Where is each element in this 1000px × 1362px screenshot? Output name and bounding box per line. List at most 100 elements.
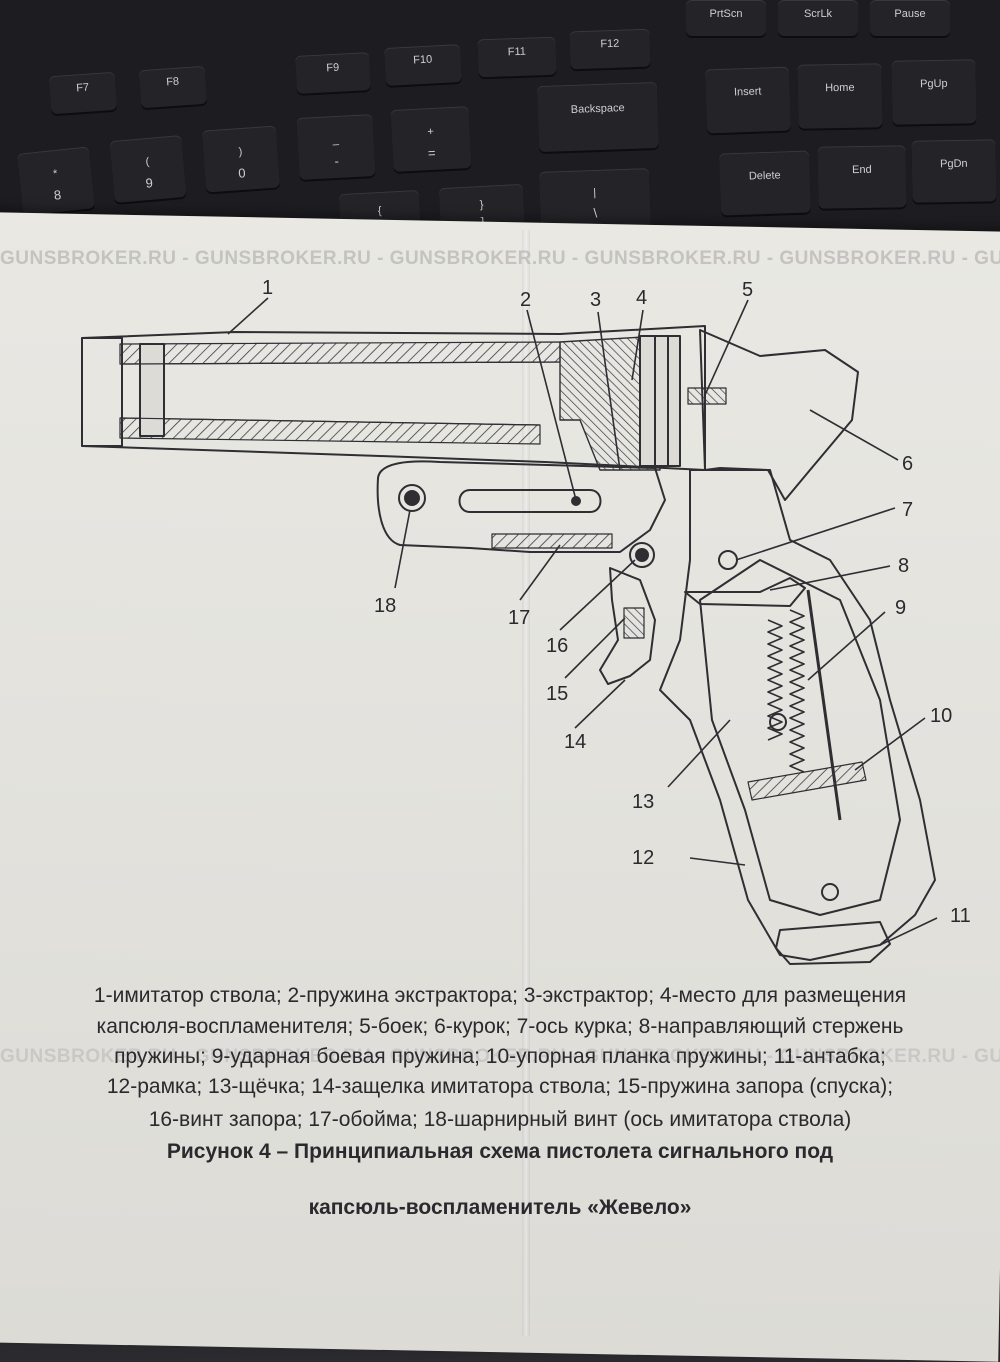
key-insert: Insert xyxy=(704,66,792,134)
label-6: 6 xyxy=(902,453,913,475)
label-16: 16 xyxy=(546,635,568,657)
grip-inner xyxy=(699,559,901,916)
key-bottom-label: 9 xyxy=(144,174,154,191)
label-8: 8 xyxy=(898,555,909,577)
key-label: F11 xyxy=(507,46,527,59)
key-bottom-label: = xyxy=(427,144,436,161)
key-pgup: PgUp xyxy=(891,59,977,125)
key-n0: )0 xyxy=(201,125,281,193)
watermark-bottom: GUNSBROKER.RU - GUNSBROKER.RU - GUNSBROK… xyxy=(0,1046,1000,1067)
hammer-axis xyxy=(718,550,738,570)
key-top-label: _ xyxy=(332,133,339,146)
barrel-hatch-top xyxy=(119,341,561,365)
key-delete: Delete xyxy=(718,150,812,216)
label-2: 2 xyxy=(520,289,531,311)
key-label: Insert xyxy=(733,85,762,99)
key-top-label: * xyxy=(52,167,58,180)
latch-spring xyxy=(623,607,645,639)
key-pgdn: PgDn xyxy=(911,139,997,203)
key-label: F12 xyxy=(600,38,620,51)
key-home: Home xyxy=(797,63,883,129)
key-bottom-label: 0 xyxy=(237,164,247,181)
label-17: 17 xyxy=(508,607,530,629)
key-top-label: } xyxy=(479,198,484,212)
key-f9: F9 xyxy=(295,52,371,94)
key-label: Delete xyxy=(748,169,781,183)
watermark-top: GUNSBROKER.RU - GUNSBROKER.RU - GUNSBROK… xyxy=(0,248,1000,269)
key-n9: (9 xyxy=(109,134,187,204)
label-11: 11 xyxy=(950,905,971,927)
key-end: End xyxy=(817,145,907,209)
legend-line-4: 12-рамка; 13-щёчка; 14-защелка имитатора… xyxy=(106,1075,894,1098)
paper-fold xyxy=(522,230,530,1336)
key-top-label: { xyxy=(377,204,382,218)
lanyard-loop xyxy=(775,921,891,965)
barrel-latch xyxy=(599,567,656,685)
key-label: Backspace xyxy=(570,102,625,117)
legend-line-2: капсюля-воспламенителя; 5-боек; 6-курок;… xyxy=(96,1015,904,1038)
label-7: 7 xyxy=(902,499,913,521)
label-3: 3 xyxy=(590,289,601,311)
key-n8: *8 xyxy=(16,146,96,216)
figure-title-line-1: Рисунок 4 – Принципиальная схема пистоле… xyxy=(166,1140,834,1163)
legend-line-1: 1-имитатор ствола; 2-пружина экстрактора… xyxy=(93,984,907,1007)
key-top-label: ( xyxy=(144,155,150,168)
key-f8: F8 xyxy=(138,65,208,109)
label-15: 15 xyxy=(546,683,568,705)
label-5: 5 xyxy=(742,279,753,301)
primer-seat xyxy=(639,335,681,467)
barrel-muzzle xyxy=(81,337,123,447)
key-label: PgUp xyxy=(919,78,948,91)
key-label: ScrLk xyxy=(803,7,833,20)
label-4: 4 xyxy=(636,287,647,309)
hinge-screw xyxy=(398,484,426,512)
key-prtscn: PrtScn xyxy=(686,0,766,36)
key-pause: Pause xyxy=(870,0,950,36)
clip xyxy=(491,533,613,549)
key-label: F10 xyxy=(412,53,433,67)
diagram-labels: 1 2 3 4 5 6 7 8 9 10 11 12 13 14 15 16 1… xyxy=(262,277,971,927)
key-label: F9 xyxy=(326,62,340,75)
label-1: 1 xyxy=(262,277,273,299)
key-label: Pause xyxy=(894,7,926,20)
hammer xyxy=(699,329,859,501)
legend-line-3: пружины; 9-ударная боевая пружина; 10-уп… xyxy=(114,1045,886,1068)
key-backspace: Backspace xyxy=(536,81,660,153)
key-label: Home xyxy=(825,82,855,95)
pistol-diagram: 1 2 3 4 5 6 7 8 9 10 11 12 13 14 15 16 1… xyxy=(81,277,971,965)
figure-title-line-2: капсюль-воспламенитель «Жевело» xyxy=(308,1196,692,1219)
key-plus: += xyxy=(390,106,472,172)
grip-screw-upper xyxy=(769,713,787,731)
guide-rod-lever xyxy=(684,577,806,607)
key-f12: F12 xyxy=(569,28,651,70)
grip-screw-lower xyxy=(821,883,839,901)
key-top-label: | xyxy=(593,186,597,199)
key-label: F8 xyxy=(165,76,180,89)
key-label: PgDn xyxy=(940,157,968,170)
key-bottom-label: 8 xyxy=(53,186,62,203)
key-label: End xyxy=(851,163,872,176)
label-13: 13 xyxy=(632,791,654,813)
key-f10: F10 xyxy=(384,44,462,86)
frame-lower xyxy=(376,460,666,553)
label-18: 18 xyxy=(374,595,396,617)
key-bottom-label: \ xyxy=(593,205,598,221)
key-label: F7 xyxy=(75,82,90,95)
label-14: 14 xyxy=(564,731,586,753)
key-label: PrtScn xyxy=(709,7,743,20)
key-bottom-label: - xyxy=(334,153,340,169)
label-10: 10 xyxy=(930,705,952,727)
key-top-label: ) xyxy=(238,145,243,158)
label-12: 12 xyxy=(632,847,654,869)
firing-pin xyxy=(687,387,727,405)
extractor-spring-slot xyxy=(458,489,602,513)
legend-line-5: 16-винт запора; 17-обойма; 18-шарнирный … xyxy=(148,1108,852,1131)
key-scrlk: ScrLk xyxy=(778,0,858,36)
key-f11: F11 xyxy=(477,36,557,78)
latch-screw xyxy=(629,542,655,568)
key-minus: _- xyxy=(296,114,376,180)
barrel-ring xyxy=(139,343,165,437)
label-9: 9 xyxy=(895,597,906,619)
spring-plate xyxy=(747,761,867,801)
mainspring xyxy=(767,609,805,773)
